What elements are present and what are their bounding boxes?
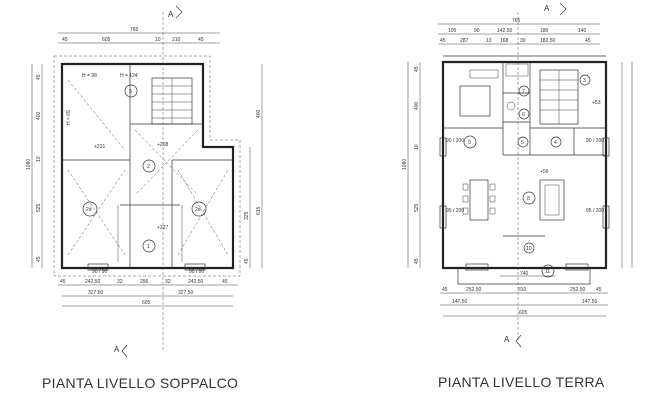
terra-width-label: 765: [512, 18, 521, 24]
caption-soppalco: PIANTA LIVELLO SOPPALCO: [42, 375, 239, 391]
dim-label: 605: [102, 37, 111, 43]
height-label: H = 65: [66, 110, 72, 125]
window-tag: 95 / 200: [586, 208, 604, 214]
dim-label: 605: [142, 300, 151, 306]
section-marker-bottom: A: [114, 345, 120, 354]
dim-label: 256: [140, 279, 149, 285]
section-marker-top: A: [544, 4, 550, 13]
dim-label: 45: [36, 256, 42, 262]
dim-label: 106: [448, 28, 457, 34]
room-number: 2d: [195, 207, 201, 213]
room-number: 1: [147, 244, 150, 250]
dim-label: 252.50: [570, 287, 586, 293]
dim-label: 327.50: [88, 290, 104, 296]
dim-label: 45: [414, 258, 420, 264]
height-label: H = 124: [120, 73, 138, 79]
caption-terra: PIANTA LIVELLO TERRA: [438, 374, 605, 390]
dim-label: 32: [165, 279, 171, 285]
porch-dim: 740: [520, 271, 529, 277]
dim-label: 147.50: [582, 299, 598, 305]
dim-label: 605: [519, 310, 528, 316]
dim-label: 10: [414, 144, 420, 150]
room-number: 8: [527, 196, 530, 202]
room-number: 11: [545, 269, 550, 275]
level-label: +53: [592, 100, 601, 106]
dim-label: 525: [414, 203, 420, 212]
plan-soppalco: A A 765 45 605 10 210 45: [26, 5, 263, 358]
dim-label: 615: [256, 206, 262, 215]
dim-label: 400: [256, 109, 262, 118]
level-label: +208: [157, 142, 168, 148]
window-tag: 90 / 90: [92, 269, 108, 275]
dim-label: 45: [62, 37, 68, 43]
dim-label: 45: [60, 279, 66, 285]
level-label: +227: [157, 225, 168, 231]
dim-label: 45: [596, 287, 602, 293]
window-tag: 90 / 90: [189, 269, 205, 275]
dim-label: 45: [36, 74, 42, 80]
level-label: +56: [540, 169, 549, 175]
dim-label: 210: [172, 37, 181, 43]
dim-label: 45: [222, 279, 228, 285]
dim-label: 45: [585, 38, 591, 44]
dim-label: 45: [244, 258, 250, 264]
dim-label: 242.50: [85, 279, 101, 285]
dim-label: 325: [244, 211, 250, 220]
room-number: 7: [522, 89, 525, 95]
height-label: H = 98: [82, 73, 97, 79]
dim-label: 242.50: [188, 279, 204, 285]
dim-label: 1080: [402, 159, 408, 170]
dim-label: 327.50: [178, 290, 194, 296]
plan-terra: A A 765 106 90 142.50 180 140 45 287 10 …: [402, 2, 633, 348]
window-tag: 90 / 200: [586, 138, 604, 144]
dim-label: 140: [578, 28, 587, 34]
dim-label: 45: [198, 37, 204, 43]
dim-label: 10: [36, 156, 42, 162]
dim-label: 32: [117, 279, 123, 285]
dim-label: 10: [486, 38, 492, 44]
dim-label: 90: [474, 28, 480, 34]
dim-label: 400: [414, 101, 420, 110]
dim-label: 310: [518, 287, 527, 293]
room-number: 2d: [86, 207, 92, 213]
room-number: 10: [526, 246, 532, 252]
dim-label: 30: [520, 38, 526, 44]
room-number: 4: [554, 140, 557, 146]
dim-label: 10: [155, 37, 161, 43]
dim-label: 287: [460, 38, 469, 44]
dim-label: 1080: [26, 159, 32, 170]
dim-label: 168: [500, 38, 509, 44]
window-tag: 90 / 200: [446, 138, 464, 144]
dim-label: 252.50: [466, 287, 482, 293]
section-marker-top: A: [168, 10, 174, 19]
dim-label: 525: [36, 203, 42, 212]
dim-label: 45: [414, 66, 420, 72]
dim-label: 147.50: [452, 299, 468, 305]
room-number: 5: [521, 140, 524, 146]
section-marker-bottom: A: [504, 335, 510, 344]
room-number: 3: [129, 89, 132, 95]
dim-label: 45: [442, 287, 448, 293]
room-number: 9: [468, 140, 471, 146]
dim-label: 182.50: [540, 38, 556, 44]
soppalco-width-label: 765: [130, 27, 139, 33]
level-label: +231: [94, 144, 105, 150]
room-number: 6: [522, 112, 525, 118]
room-number: 2: [147, 164, 150, 170]
window-tag: 95 / 200: [446, 208, 464, 214]
room-number: 3: [583, 78, 586, 84]
dim-label: 142.50: [497, 28, 513, 34]
dim-label: 45: [440, 38, 446, 44]
dim-label: 180: [540, 28, 549, 34]
dim-label: 400: [36, 111, 42, 120]
